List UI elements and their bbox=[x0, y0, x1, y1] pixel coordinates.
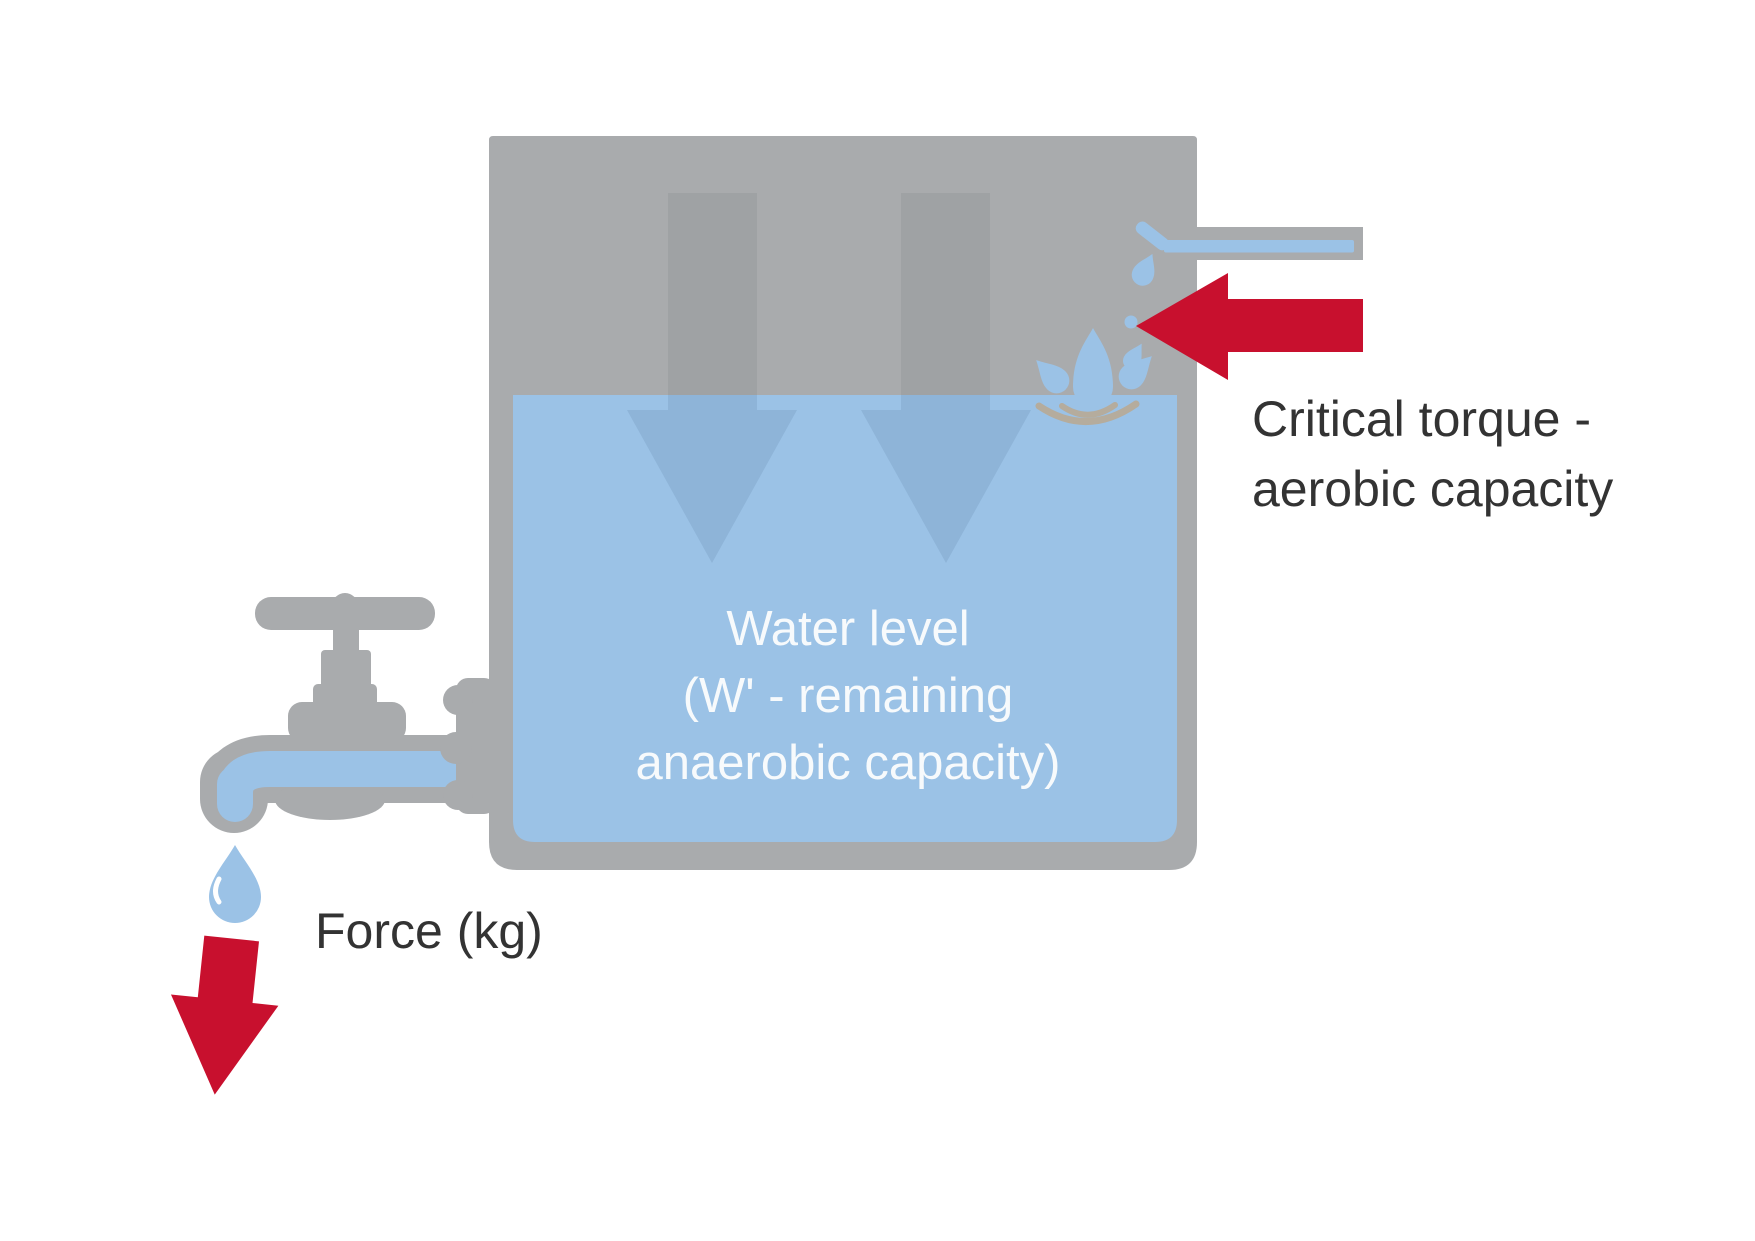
critical-torque-arrow-left-icon bbox=[1136, 273, 1363, 380]
watermark-shaft-left bbox=[668, 193, 757, 396]
force-label: Force (kg) bbox=[315, 906, 543, 956]
inflow-pipe-icon bbox=[1131, 221, 1363, 286]
water-level-label: Water level (W' - remaining anaerobic ca… bbox=[565, 596, 1131, 797]
watermark-shaft-right bbox=[901, 193, 990, 396]
force-label-text: Force (kg) bbox=[315, 903, 543, 959]
faucet-icon bbox=[200, 593, 496, 833]
pipe-drip-drop bbox=[1131, 253, 1155, 286]
tank-water bbox=[513, 395, 1177, 842]
water-level-label-line3: anaerobic capacity) bbox=[635, 736, 1061, 790]
tank bbox=[489, 136, 1197, 870]
double-down-arrows-watermark bbox=[627, 395, 1031, 563]
water-level-label-line1: Water level bbox=[726, 602, 970, 656]
faucet-flange bbox=[440, 678, 496, 814]
critical-torque-label-line2: aerobic capacity bbox=[1252, 461, 1614, 517]
water-level-label-line2: (W' - remaining bbox=[682, 669, 1014, 723]
critical-torque-label: Critical torque - aerobic capacity bbox=[1252, 384, 1613, 524]
water-drop-icon bbox=[209, 845, 261, 923]
force-arrow-down-icon bbox=[170, 935, 279, 1095]
critical-torque-label-line1: Critical torque - bbox=[1252, 391, 1591, 447]
water-splash-icon bbox=[1035, 315, 1152, 425]
